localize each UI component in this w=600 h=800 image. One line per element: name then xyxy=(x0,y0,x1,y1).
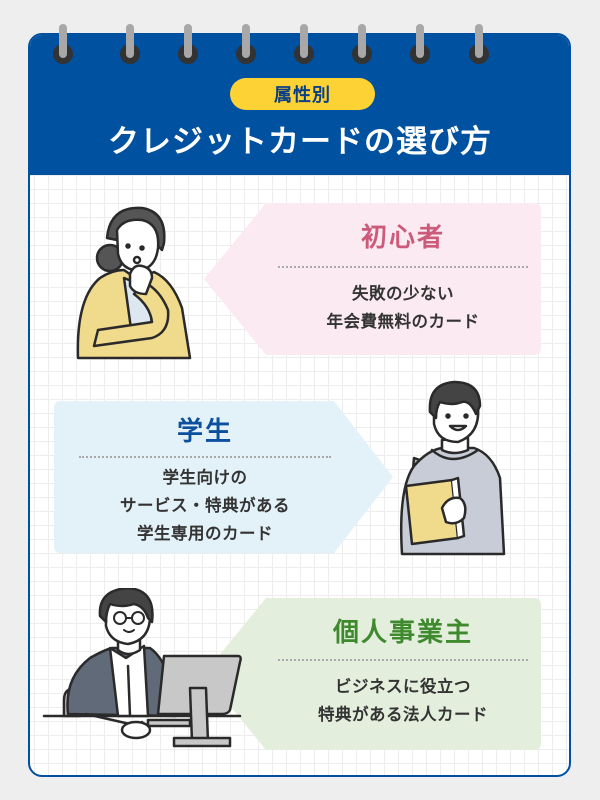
student-line-1: 学生向けの xyxy=(162,468,248,487)
page-title: クレジットカードの選び方 xyxy=(108,124,492,160)
student-heading: 学生 xyxy=(176,417,233,447)
beginner-heading: 初心者 xyxy=(360,223,445,253)
sole-proprietor-line-1: ビジネスに役立つ xyxy=(335,677,471,696)
sole-proprietor-heading: 個人事業主 xyxy=(332,618,473,648)
dotted-divider xyxy=(278,659,528,661)
student-with-notebook-icon xyxy=(399,380,506,556)
student-line-2: サービス・特典がある xyxy=(120,496,290,515)
woman-thinking-icon xyxy=(76,206,192,360)
beginner-line-2: 年会費無料のカード xyxy=(326,312,480,331)
student-bubble: 学生 学生向けの サービス・特典がある 学生専用のカード xyxy=(54,401,394,553)
category-badge: 属性別 xyxy=(230,78,375,110)
sole-proprietor-line-2: 特典がある法人カード xyxy=(318,705,488,724)
man-at-computer-icon xyxy=(42,588,242,748)
dotted-divider xyxy=(79,456,331,458)
sole-proprietor-bubble: 個人事業主 ビジネスに役立つ 特典がある法人カード xyxy=(204,598,542,750)
beginner-line-1: 失敗の少ない xyxy=(352,284,454,303)
beginner-bubble: 初心者 失敗の少ない 年会費無料のカード xyxy=(204,203,542,355)
dotted-divider xyxy=(278,266,528,268)
student-line-3: 学生専用のカード xyxy=(137,524,273,543)
